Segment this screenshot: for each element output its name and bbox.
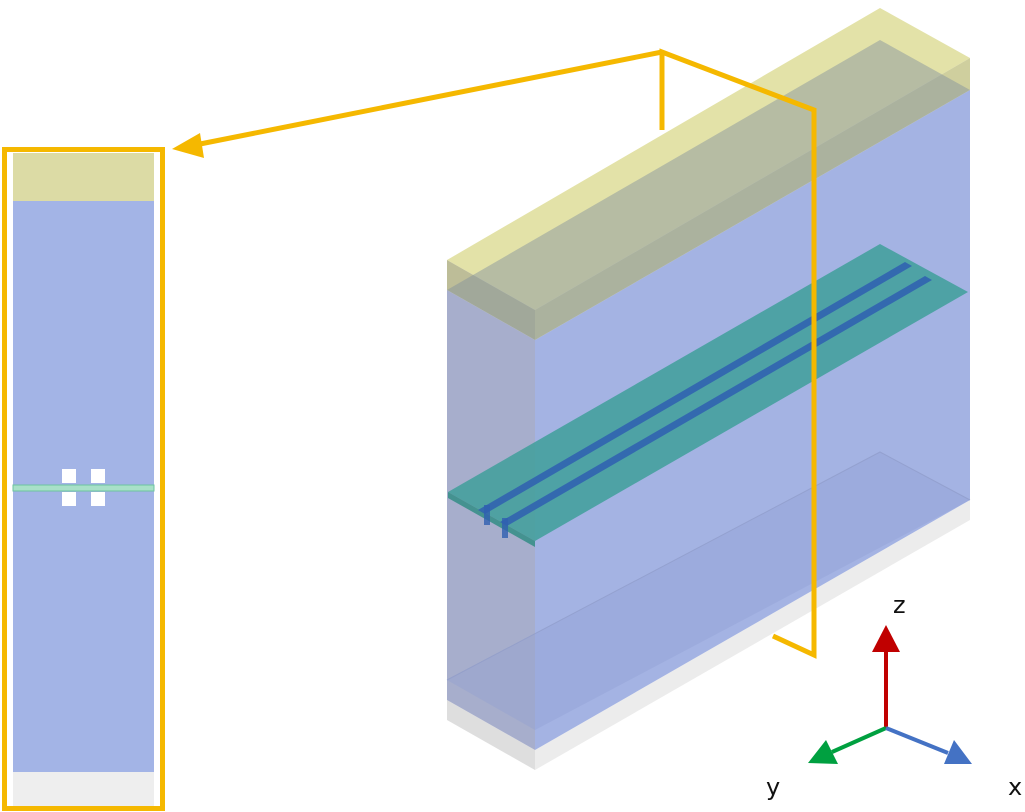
top-layer-inner-band (447, 40, 970, 340)
y-axis-arrowhead (808, 740, 838, 764)
cross-section-panel (2, 147, 165, 811)
substrate-front-face (535, 500, 970, 770)
x-axis-line (885, 726, 949, 755)
cross-section-core (62, 492, 76, 506)
z-axis-label: z (893, 591, 906, 619)
x-axis-label: x (1008, 773, 1022, 801)
x-axis-arrowhead (944, 740, 972, 764)
rib-waveguide (478, 262, 912, 514)
rib-end (502, 518, 508, 538)
cross-section-top-layer (13, 153, 154, 201)
rib-waveguide (500, 276, 932, 526)
section-plane-outline (659, 48, 817, 659)
z-axis-arrowhead (872, 625, 900, 652)
waveguide-slab (448, 244, 968, 541)
callout-arrowhead (172, 133, 204, 158)
cross-section-core (91, 469, 105, 483)
cross-section-core (62, 469, 76, 483)
top-layer-top-face (447, 8, 970, 310)
cross-section-frame (2, 147, 165, 811)
callout-arrow-line (194, 49, 663, 148)
top-layer-front-face (535, 58, 970, 340)
coordinate-axes: z y x (766, 591, 1022, 801)
top-layer-left-face (447, 260, 535, 340)
rib-end (484, 505, 490, 525)
hidden-edge-bottom (446, 451, 971, 681)
substrate-left-face (447, 700, 535, 770)
callout (172, 48, 817, 659)
device-3d-block (446, 8, 971, 770)
y-axis-label: y (766, 773, 780, 801)
cross-section-slab (12, 484, 155, 492)
inner-bottom-shade (447, 452, 970, 730)
y-axis-line (831, 726, 887, 754)
cross-section-substrate (13, 772, 154, 806)
cross-section-core (91, 492, 105, 506)
waveguide-slab-edge (448, 492, 535, 547)
